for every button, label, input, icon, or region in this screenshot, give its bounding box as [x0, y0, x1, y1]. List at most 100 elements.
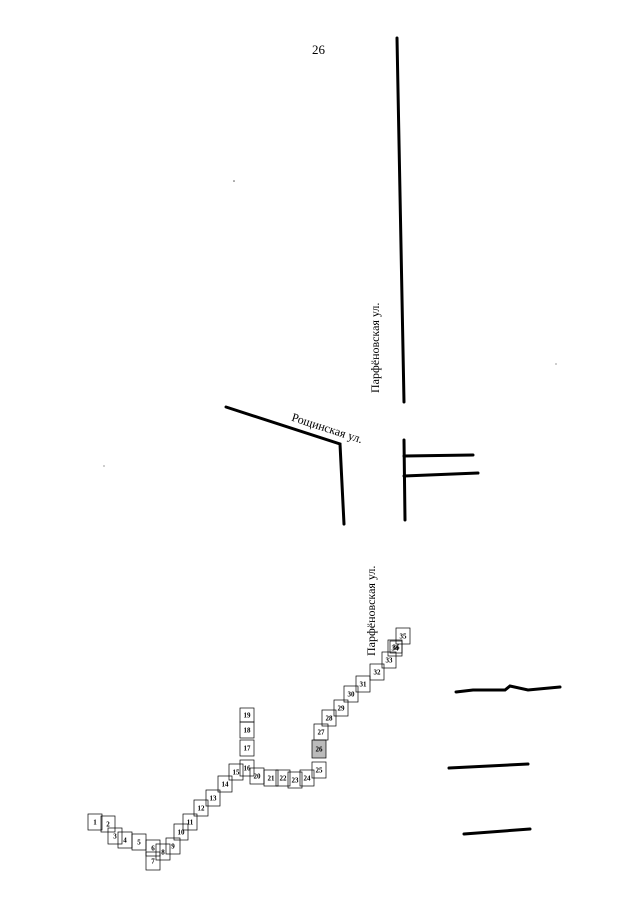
plot: 35 [395, 627, 411, 645]
plot-number: 17 [244, 745, 252, 753]
plot-number: 29 [338, 705, 346, 713]
plot-number: 4 [123, 837, 127, 845]
plot-outline [343, 685, 359, 703]
plot-number: 2 [106, 821, 110, 829]
plot-number: 36 [393, 644, 401, 652]
plot-number: 25 [316, 767, 324, 775]
street-lines [224, 36, 562, 836]
plot: 33 [381, 651, 397, 669]
parfenovskaya-street-segment [402, 438, 407, 522]
plot-number: 24 [304, 775, 312, 783]
plot: 26 [311, 739, 327, 759]
plot-number: 9 [171, 843, 175, 851]
plot-outline [87, 813, 103, 831]
plot-outline [145, 839, 161, 857]
plot-outline [228, 763, 244, 781]
plot: 21 [263, 769, 279, 787]
plot-outline [155, 843, 171, 861]
plot-number: 30 [348, 691, 356, 699]
plot-outline [389, 640, 403, 654]
plot: 18 [239, 721, 255, 739]
plot-outline [263, 769, 279, 787]
right-road-middle [447, 762, 530, 770]
scan-specks [103, 180, 557, 467]
plot-outline [311, 761, 327, 779]
plot-number: 33 [386, 657, 394, 665]
side-road-lower [402, 471, 480, 478]
plot: 10 [173, 823, 189, 841]
plot-number: 11 [187, 819, 194, 827]
plot-number: 1 [93, 819, 97, 827]
plot: 3 [107, 827, 123, 845]
page-number: 26 [312, 42, 325, 57]
plot-outline [395, 627, 411, 645]
plot: 14 [217, 775, 233, 793]
plot-number: 34 [392, 645, 400, 653]
plot: 1 [87, 813, 103, 831]
plot-number: 31 [360, 681, 368, 689]
plot-number: 18 [244, 727, 252, 735]
plot-outline [182, 813, 198, 831]
plot: 30 [343, 685, 359, 703]
plot-number: 23 [292, 777, 300, 785]
plot: 31 [355, 675, 371, 693]
roshchinskaya-street-line [224, 405, 346, 526]
plot: 27 [313, 723, 329, 741]
plot: 17 [239, 739, 255, 757]
side-road-upper [402, 453, 475, 458]
plot: 36 [389, 640, 403, 654]
plot: 7 [145, 851, 161, 871]
plot-outline [275, 769, 291, 787]
right-road-wavy [454, 684, 562, 694]
plot-outline [313, 723, 329, 741]
plot-outline [205, 789, 221, 807]
plot: 25 [311, 761, 327, 779]
plot-outline [239, 707, 255, 723]
plot-outline [145, 851, 161, 871]
parfenovskaya-street-label-bottom: Парфёновская ул. [364, 565, 378, 656]
plot: 29 [333, 699, 349, 717]
plot-number: 35 [400, 633, 408, 641]
plot: 22 [275, 769, 291, 787]
plot-number: 20 [254, 773, 262, 781]
parfenovskaya-street-line [395, 36, 406, 404]
parfenovskaya-street-label-top: Парфёновская ул. [368, 302, 382, 393]
plot-number: 28 [326, 715, 334, 723]
plot-number: 5 [137, 839, 141, 847]
plot-number: 6 [151, 845, 155, 853]
plot-number: 16 [244, 765, 252, 773]
plot-outline [217, 775, 233, 793]
right-road-bottom [462, 827, 532, 836]
plot-number: 7 [151, 858, 155, 866]
plot-outline [173, 823, 189, 841]
plot-number: 26 [316, 746, 324, 754]
plot-outline [321, 709, 337, 727]
plot-number: 12 [198, 805, 206, 813]
plot-number: 32 [374, 669, 382, 677]
plot-outline [193, 799, 209, 817]
plot-outline [333, 699, 349, 717]
plot-number: 14 [222, 781, 230, 789]
plot: 15 [228, 763, 244, 781]
plot: 5 [131, 833, 147, 851]
plot-number: 15 [233, 769, 241, 777]
plot: 12 [193, 799, 209, 817]
plot: 4 [117, 831, 133, 849]
plot-outline [165, 837, 181, 855]
plot-outline [107, 827, 123, 845]
plot: 6 [145, 839, 161, 857]
plot-outline [287, 771, 303, 789]
plot-number: 8 [161, 849, 165, 857]
plot-number: 27 [318, 729, 326, 737]
plot-number: 21 [268, 775, 276, 783]
plot: 9 [165, 837, 181, 855]
plot-outline [239, 739, 255, 757]
plot-number: 22 [280, 775, 288, 783]
plot-number: 19 [244, 712, 252, 720]
plot: 19 [239, 707, 255, 723]
plot-number: 3 [113, 833, 117, 841]
plot: 23 [287, 771, 303, 789]
plot-number: 10 [178, 829, 186, 837]
